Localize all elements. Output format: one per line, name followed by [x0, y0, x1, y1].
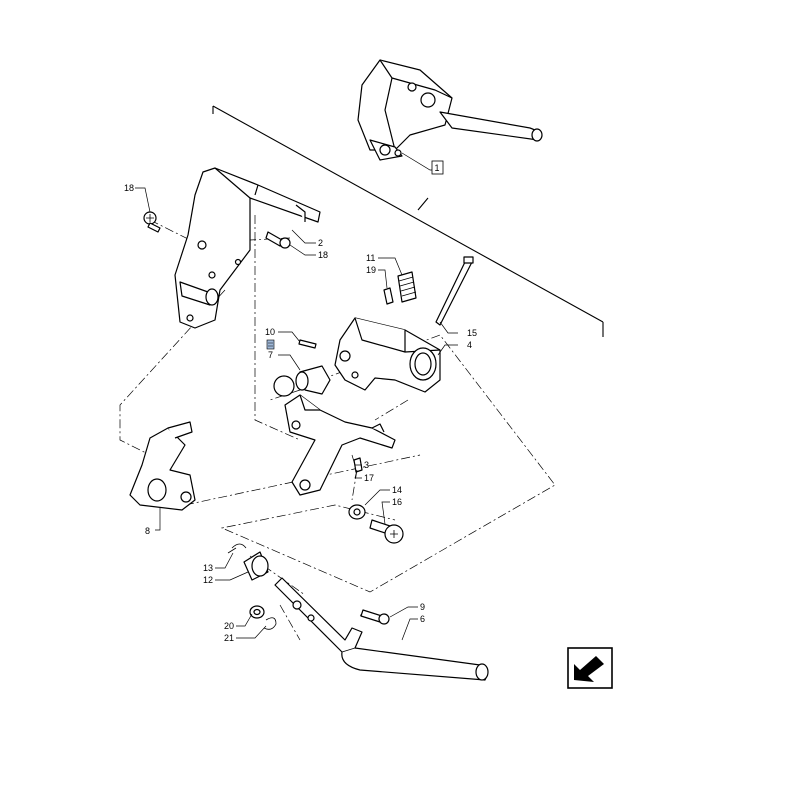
callout-10: 10	[265, 327, 275, 337]
bolt-right	[265, 231, 291, 249]
callout-1: 1	[435, 163, 440, 173]
callout-9: 9	[420, 602, 425, 612]
callout-11: 11	[366, 253, 375, 263]
bolt-9	[360, 609, 390, 625]
callout-2: 2	[318, 238, 323, 248]
exploded-view-arrow-icon	[567, 647, 613, 689]
pedal-assembly-complete	[357, 59, 543, 161]
callout-17: 17	[364, 473, 374, 483]
callout-4: 4	[467, 340, 472, 350]
callout-20: 20	[224, 621, 234, 631]
callout-14: 14	[392, 485, 402, 495]
long-bolt	[435, 256, 474, 326]
callout-18-top: 18	[124, 183, 134, 193]
callout-labels: 1 2 3 4 6 7 8 9 10 11 12 13 14 15 16 17 …	[124, 160, 477, 643]
callout-6: 6	[420, 614, 425, 624]
small-part-marker-icon	[266, 339, 275, 350]
callout-15: 15	[467, 328, 477, 338]
bolt-left	[143, 211, 161, 233]
dowel-pin	[298, 339, 317, 349]
callout-13: 13	[203, 563, 213, 573]
pedal-lever	[274, 577, 489, 681]
phantom-lines	[119, 215, 556, 641]
assembly-bracket	[212, 105, 604, 337]
small-pin	[383, 287, 394, 305]
washer	[348, 504, 366, 520]
callout-19: 19	[366, 265, 376, 275]
link-plate	[129, 421, 196, 511]
leader-lines	[135, 152, 458, 641]
circlip-21	[263, 617, 277, 630]
callout-box-1	[431, 160, 444, 175]
spring	[397, 271, 417, 303]
callout-16: 16	[392, 497, 402, 507]
callout-3: 3	[364, 460, 369, 470]
sleeve-bushing	[243, 551, 269, 581]
callout-18-right: 18	[318, 250, 328, 260]
screw	[369, 519, 404, 544]
mounting-bracket	[174, 167, 321, 329]
callout-8: 8	[145, 526, 150, 536]
callout-12: 12	[203, 575, 213, 585]
circlip	[227, 543, 247, 554]
lever-bracket	[284, 394, 396, 496]
callout-21: 21	[224, 633, 234, 643]
pivot-block	[334, 317, 441, 393]
callout-7: 7	[268, 350, 273, 360]
washer-20	[249, 605, 265, 619]
bushing-pair	[273, 365, 331, 397]
